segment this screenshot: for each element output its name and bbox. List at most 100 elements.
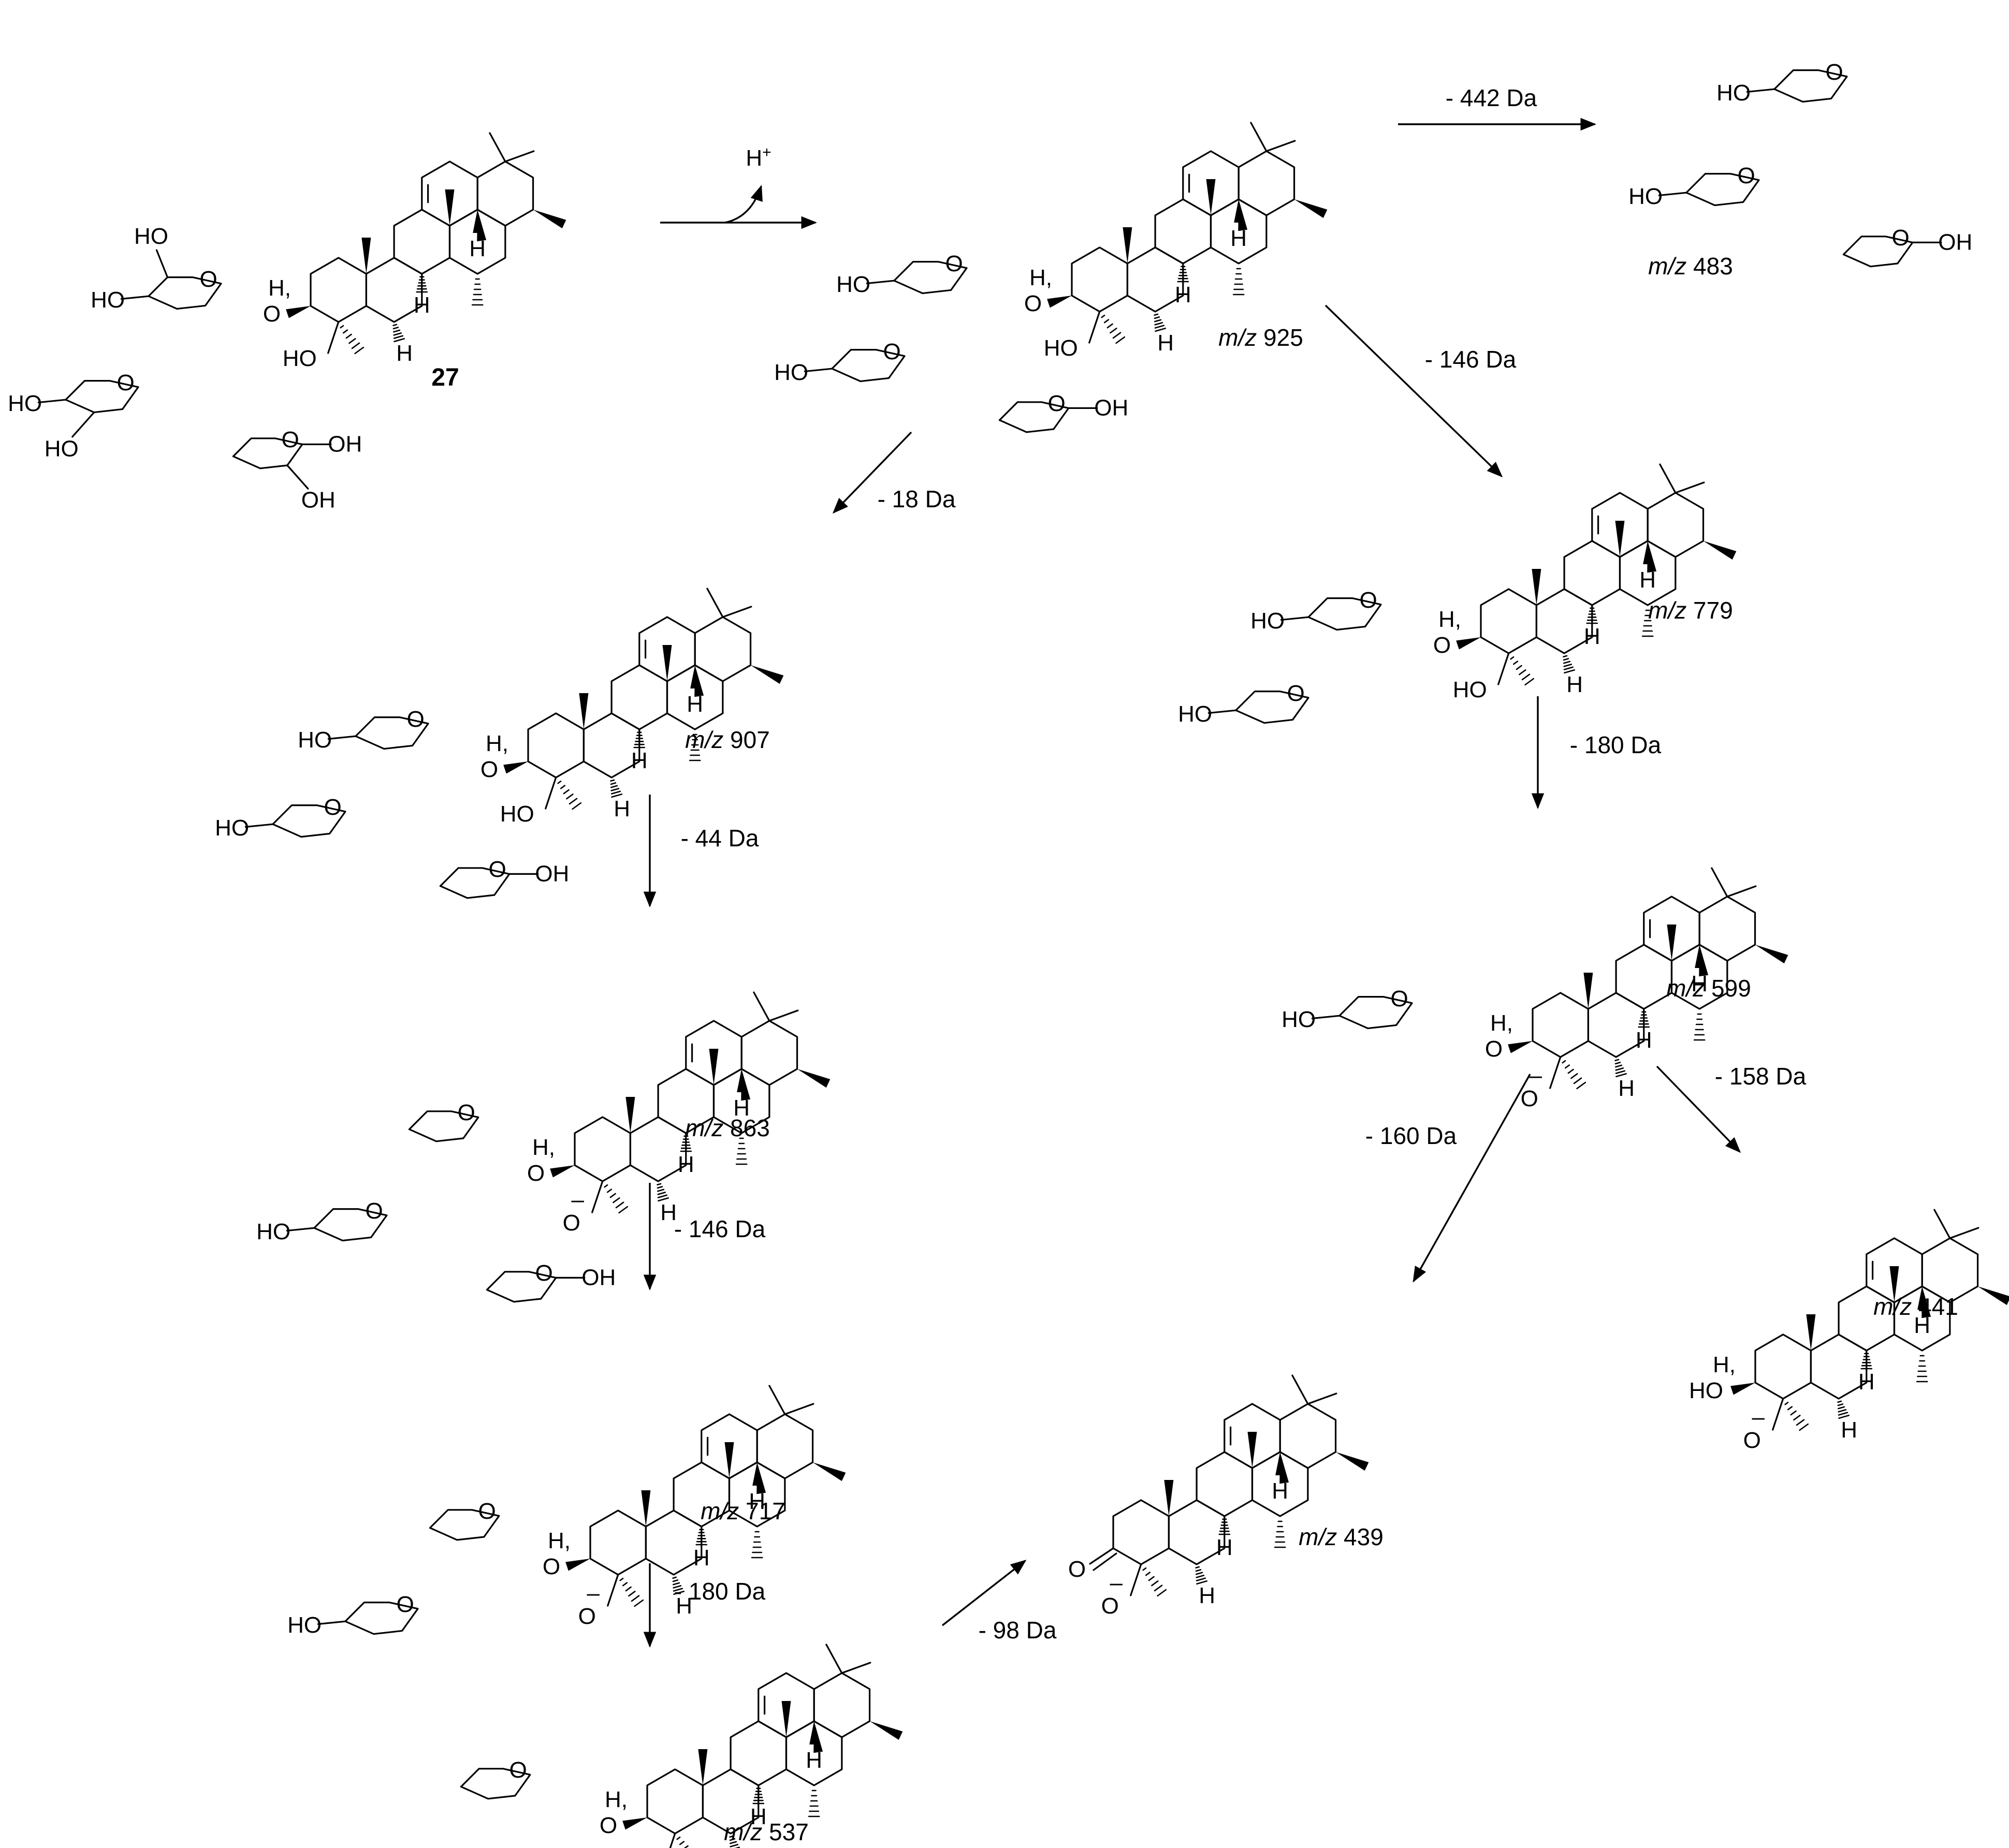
atom-label: H,	[548, 1528, 571, 1553]
atom-label: H	[1618, 1076, 1635, 1101]
atom-label: H	[1639, 567, 1656, 593]
wedge-bond	[809, 1721, 819, 1744]
loss-label-599-441: - 158 Da	[1715, 1063, 1807, 1090]
mz-label-599: m/z 599	[1666, 975, 1751, 1002]
wedge-bond	[1294, 199, 1328, 218]
atom-label: H	[1230, 226, 1247, 251]
atom-label: H,	[1490, 1010, 1513, 1036]
pyranone-537: O	[460, 1757, 531, 1800]
atom-label: H	[1566, 672, 1583, 697]
charge-sign: –	[587, 1580, 600, 1606]
glc-717: OHO	[287, 1592, 419, 1638]
atom-label: O	[1068, 1557, 1086, 1582]
atom-label: H,	[605, 1787, 628, 1812]
atom-label: O	[1047, 391, 1065, 416]
atom-label: OH	[581, 1265, 616, 1290]
atom-label: H	[469, 236, 486, 261]
atom-label: H	[1691, 971, 1708, 996]
loss-label-925-907: - 18 Da	[878, 486, 956, 512]
atom-label: O	[578, 1604, 596, 1629]
wedge-bond	[694, 665, 704, 697]
pyranone-863: O	[408, 1100, 479, 1142]
rha-863: O OH	[486, 1260, 616, 1303]
wedge-bond	[1667, 925, 1677, 961]
wedge-bond	[503, 761, 528, 774]
glc-483: OHO	[1628, 163, 1760, 209]
atom-label: O	[563, 1210, 580, 1236]
wedge-bond	[709, 1049, 719, 1085]
mz-label-439: m/z 439	[1299, 1523, 1384, 1550]
atom-label: O	[535, 1260, 552, 1286]
wedge-bond	[741, 1069, 751, 1101]
mz-label-483: m/z 483	[1648, 253, 1733, 280]
atom-label: H,	[1713, 1352, 1736, 1377]
wedge-bond	[752, 1462, 762, 1486]
atom-label: HO	[91, 287, 125, 313]
wedge-bond	[533, 210, 566, 229]
mz-value: 907	[723, 726, 770, 753]
atom-label: HO	[1716, 80, 1751, 106]
atom-label: H	[1914, 1313, 1930, 1338]
wedge-bond	[1730, 1383, 1755, 1395]
mz-prefix: m/z	[685, 1114, 723, 1141]
wedge-bond	[812, 1462, 846, 1482]
atom-label: HO	[298, 727, 332, 753]
atom-label: O	[117, 370, 135, 395]
mz-value: 863	[723, 1114, 770, 1141]
wedge-bond	[698, 1749, 708, 1785]
atom-label: HO	[836, 272, 870, 297]
wedge-bond	[565, 1559, 590, 1571]
wedge-bond	[1583, 973, 1593, 1009]
atom-label: H	[614, 796, 630, 822]
wedge-bond	[750, 665, 784, 684]
mz-value: 441	[1912, 1293, 1958, 1320]
atom-label: H	[1157, 330, 1174, 356]
mz-value: 779	[1686, 597, 1733, 624]
atom-label: O	[1485, 1036, 1503, 1062]
loss-label-779-599: - 180 Da	[1570, 731, 1662, 758]
glcA-925: OHO	[836, 251, 968, 297]
atom-label: HO	[8, 391, 42, 416]
charge-sign: –	[644, 1839, 657, 1848]
mz-label-925: m/z 925	[1218, 324, 1303, 351]
wedge-bond	[625, 1097, 635, 1133]
atom-label: HO	[1178, 701, 1212, 727]
mz-label-537: m/z 537	[724, 1818, 809, 1845]
loss-arrow-537-439	[941, 1560, 1027, 1626]
mz-prefix: m/z	[701, 1498, 739, 1524]
wedge-bond	[445, 189, 455, 226]
atom-label: O	[1287, 681, 1305, 706]
atom-label: H	[1216, 1535, 1233, 1560]
atom-label: HO	[774, 360, 808, 385]
atom-label: O	[883, 339, 901, 364]
wedge-bond	[1123, 227, 1132, 263]
atom-label: O	[1891, 225, 1909, 251]
atom-label: O	[281, 427, 299, 452]
mz-prefix: m/z	[1648, 253, 1686, 280]
atom-label: H	[676, 1593, 692, 1619]
charge-sign: –	[1752, 1404, 1765, 1430]
atom-label: HO	[1044, 335, 1078, 361]
loss-arrow-599-441	[1656, 1065, 1741, 1153]
wedge-bond	[550, 1165, 575, 1178]
atom-label: HO	[1250, 608, 1285, 634]
wedge-bond	[1234, 199, 1244, 223]
mz-prefix: m/z	[1299, 1523, 1337, 1550]
atom-label: O	[263, 301, 281, 327]
wedge-bond	[1247, 1432, 1257, 1468]
loss-label-599-439: - 160 Da	[1365, 1122, 1457, 1149]
mz-prefix: m/z	[724, 1818, 762, 1845]
mz-label-779: m/z 779	[1648, 597, 1733, 624]
loss-label-537-439: - 98 Da	[979, 1617, 1057, 1644]
atom-label: H	[749, 1489, 765, 1514]
atom-label: O	[1101, 1593, 1119, 1619]
